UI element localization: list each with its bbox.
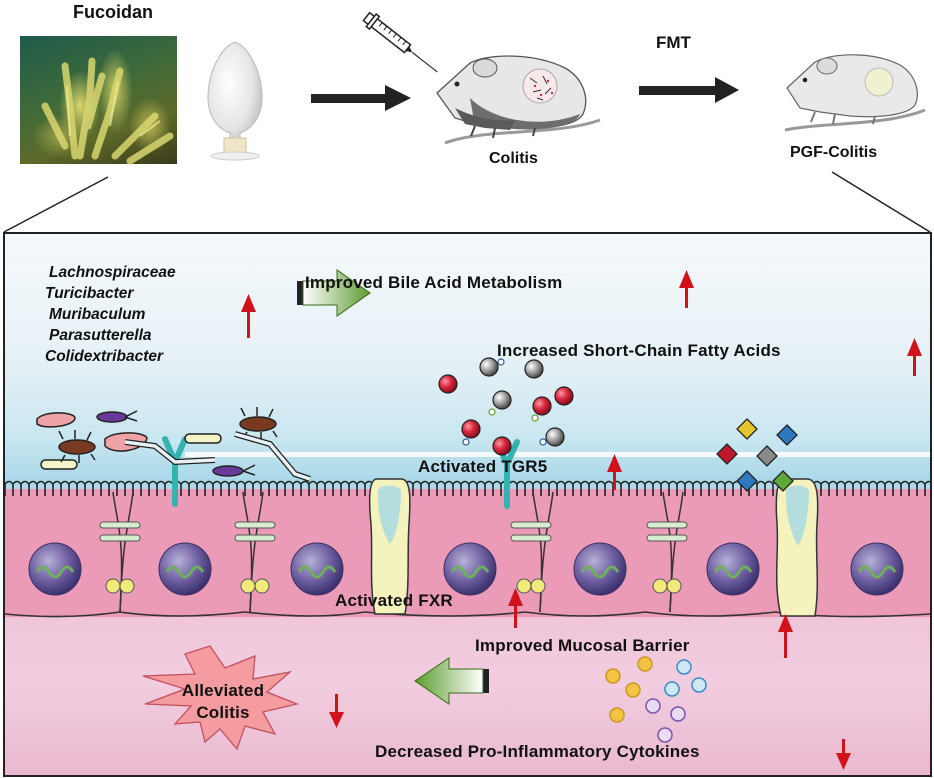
- outcome-line2: Colitis: [196, 703, 250, 722]
- seaweed-fronds: [41, 57, 174, 165]
- starburst-shape: [142, 645, 300, 751]
- lamina-propria: [5, 617, 930, 775]
- mouse-colitis: [415, 48, 615, 148]
- effect-fxr: Activated FXR: [335, 591, 453, 610]
- effect-scfa: Increased Short-Chain Fatty Acids: [497, 341, 781, 360]
- seaweed-photo: [20, 36, 177, 165]
- scfa-molecules: [716, 418, 798, 492]
- powder-flask-icon: [200, 38, 270, 166]
- colitis-label: Colitis: [489, 150, 538, 167]
- fmt-label: FMT: [656, 33, 691, 52]
- taxon-name: Parasutterella: [49, 327, 152, 344]
- mechanism-panel: Lachnospiraceae Turicibacter Muribaculum…: [3, 232, 932, 777]
- outcome-label: Alleviated Colitis: [173, 681, 273, 723]
- cytokines: [605, 656, 707, 743]
- mouse-icon: [784, 54, 926, 132]
- fucoidan-label: Fucoidan: [73, 2, 153, 22]
- mouse-icon: [436, 55, 601, 145]
- goblet-cell: [775, 478, 819, 617]
- effect-cytokines: Decreased Pro-Inflammatory Cytokines: [375, 742, 700, 761]
- bile-acids: [438, 357, 574, 456]
- taxa-list: Lachnospiraceae Turicibacter Muribaculum…: [45, 262, 176, 367]
- goblet-cell: [368, 478, 411, 615]
- bacteria: [36, 407, 311, 482]
- arrow-right-icon: [311, 85, 411, 115]
- intestine-illustration: [5, 269, 930, 751]
- mouse-pgf-colitis: [775, 50, 934, 140]
- syringe-icon: [355, 11, 450, 92]
- effect-bile-acid: Improved Bile Acid Metabolism: [305, 273, 563, 292]
- pgf-colitis-label: PGF-Colitis: [790, 144, 878, 161]
- taxon-name: Lachnospiraceae: [49, 264, 176, 281]
- taxon-name: Turicibacter: [45, 285, 134, 302]
- taxon-name: Colidextribacter: [45, 348, 164, 365]
- taxon-name: Muribaculum: [49, 306, 146, 323]
- arrow-right-icon: [639, 77, 739, 107]
- effect-tgr5: Activated TGR5: [418, 457, 548, 476]
- outcome-line1: Alleviated: [181, 681, 265, 700]
- green-arrow-left: [414, 657, 489, 705]
- green-arrow-right: [297, 269, 371, 317]
- tight-junction: [99, 521, 688, 542]
- effect-mucosal-barrier: Improved Mucosal Barrier: [475, 636, 690, 655]
- nuclei: [28, 542, 904, 596]
